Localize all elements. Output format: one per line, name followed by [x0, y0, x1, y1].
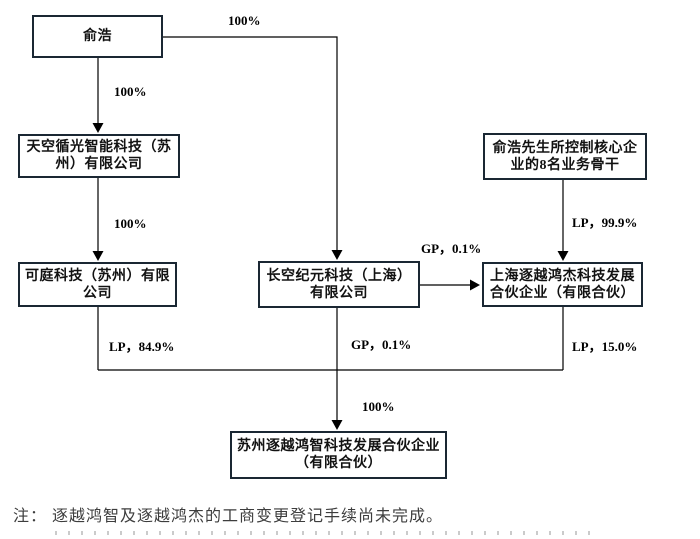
- node-tiankong-company: 天空循光智能科技（苏 州）有限公司: [18, 134, 180, 178]
- node-label-line1: 上海逐越鸿杰科技发展: [490, 268, 635, 284]
- edge-label-merge-hongzhi: 100%: [362, 399, 395, 414]
- edge-label-changkong-hongzhi: GP，0.1%: [351, 337, 412, 352]
- clipped-text-line-remnant: [55, 531, 600, 535]
- node-label-line1: 俞浩先生所控制核心企: [492, 140, 638, 156]
- node-label-line1: 长空纪元科技（上海）: [266, 268, 412, 284]
- node-label-line2: 合伙企业（有限合伙）: [490, 285, 635, 301]
- node-label-line1: 可庭科技（苏州）有限: [25, 268, 170, 284]
- node-label: 俞浩: [83, 29, 112, 44]
- edge-label-changkong-hongjie: GP，0.1%: [421, 241, 482, 256]
- edge-label-backbone-hongjie: LP，99.9%: [572, 215, 638, 230]
- node-shanghai-hongjie-partnership: 上海逐越鸿杰科技发展 合伙企业（有限合伙）: [482, 262, 643, 307]
- footnote-text: 注： 逐越鸿智及逐越鸿杰的工商变更登记手续尚未完成。: [13, 508, 444, 525]
- node-label-line2: 业的8名业务骨干: [510, 157, 620, 173]
- node-label-line1: 天空循光智能科技（苏: [26, 140, 172, 155]
- edge-label-yuhao-tiankong: 100%: [114, 84, 147, 99]
- node-label-line1: 苏州逐越鸿智科技发展合伙企业: [237, 439, 440, 454]
- node-changkong-company: 长空纪元科技（上海） 有限公司: [258, 261, 420, 308]
- node-core-backbone-staff: 俞浩先生所控制核心企 业的8名业务骨干: [483, 133, 647, 180]
- node-yuhao: 俞浩: [32, 15, 163, 58]
- edge-label-yuhao-changkong: 100%: [228, 13, 261, 28]
- edge-label-keting-hongzhi: LP，84.9%: [109, 339, 175, 354]
- edge-label-hongjie-hongzhi: LP，15.0%: [572, 339, 638, 354]
- node-suzhou-hongzhi-partnership: 苏州逐越鸿智科技发展合伙企业 （有限合伙）: [230, 431, 447, 479]
- node-label-line2: 州）有限公司: [55, 157, 143, 172]
- node-keting-company: 可庭科技（苏州）有限 公司: [18, 262, 177, 307]
- node-label-line2: 公司: [83, 285, 112, 301]
- node-label-line2: 有限公司: [310, 285, 368, 301]
- node-label-line2: （有限合伙）: [295, 456, 382, 471]
- edge-label-tiankong-keting: 100%: [114, 216, 147, 231]
